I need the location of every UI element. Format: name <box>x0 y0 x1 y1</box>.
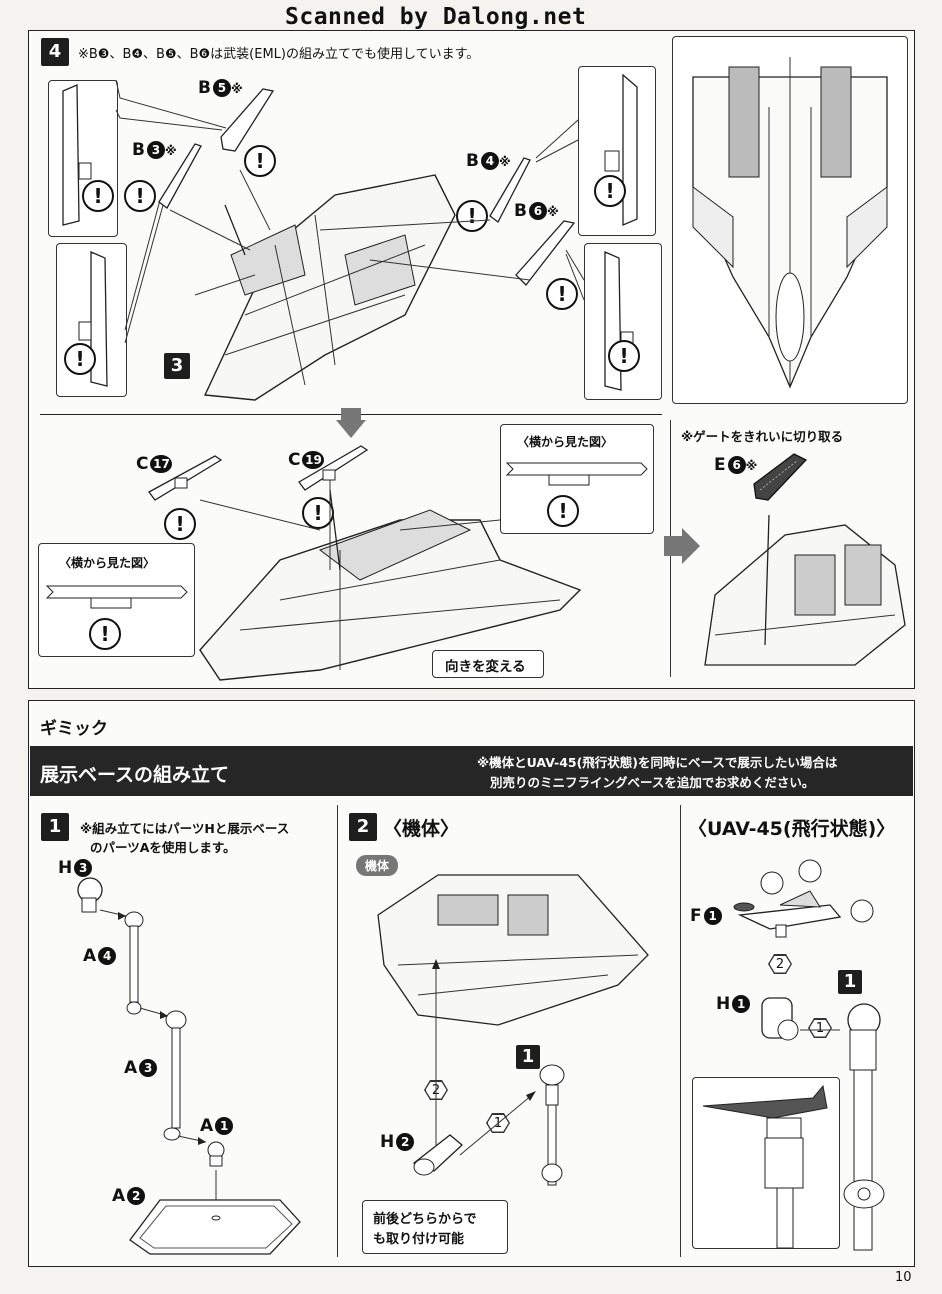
section-note-2: 別売りのミニフライングベースを追加でお求めください。 <box>490 775 815 790</box>
warning-icon: ! <box>547 495 579 527</box>
gate-note: ※ゲートをきれいに切り取る <box>681 429 844 444</box>
side-view-drawing <box>45 585 188 609</box>
warning-icon: ! <box>89 618 121 650</box>
sub1-number: 1 <box>41 813 69 841</box>
warning-icon: ! <box>64 343 96 375</box>
sub3-ref-1: 1 <box>838 970 862 994</box>
sub1-note-1: ※組み立てにはパーツHと展示ベース <box>80 821 290 836</box>
c19-part <box>298 445 369 491</box>
c17-part <box>148 455 223 501</box>
sub3-detail-box <box>692 1077 840 1249</box>
col-divider-2 <box>680 805 681 1257</box>
aircraft-lower-drawing <box>199 489 582 681</box>
aircraft-top-view <box>692 57 888 389</box>
sub2-stand-drawing <box>412 959 565 1186</box>
detail-box-b3 <box>56 243 127 397</box>
sub3-title: 〈UAV-45(飛行状態)〉 <box>688 818 896 840</box>
sub2-aircraft-drawing <box>377 874 649 1026</box>
ref-step-3: 3 <box>164 353 190 379</box>
sub1-note-2: のパーツAを使用します。 <box>90 840 236 855</box>
page-number: 10 <box>895 1270 912 1285</box>
uav-drawing <box>733 859 874 938</box>
aircraft-rear-drawing <box>704 514 906 666</box>
warning-icon: ! <box>302 497 334 529</box>
warning-icon: ! <box>608 340 640 372</box>
b6-part <box>515 220 576 286</box>
section-header-bar <box>30 746 913 796</box>
turn-label-box: 向きを変える <box>432 650 544 678</box>
sub3-seq-2: 2 <box>768 954 792 974</box>
detail-box-b5 <box>48 80 118 237</box>
warning-icon: ! <box>244 145 276 177</box>
side-view-box-1: 〈横から見た図〉 ! <box>500 424 654 534</box>
warning-icon: ! <box>124 180 156 212</box>
sub2-ref-1: 1 <box>516 1045 540 1069</box>
warning-icon: ! <box>456 200 488 232</box>
side-view-drawing <box>505 462 648 486</box>
side-view-label: 〈横から見た図〉 <box>59 556 156 570</box>
aircraft-upper-drawing <box>194 174 456 401</box>
warning-icon: ! <box>546 278 578 310</box>
col-divider-1 <box>337 805 338 1257</box>
sub3-seq-1: 1 <box>808 1018 832 1038</box>
e6-part <box>753 453 808 501</box>
b5-part-drawing <box>62 84 92 226</box>
lower-assembly-lines <box>199 480 331 570</box>
step4-note: ※B❸、B❹、B❺、B❻は武装(EML)の組み立てでも使用しています。 <box>78 47 480 62</box>
sub3-stand-drawing <box>761 997 885 1251</box>
stand-assembly-drawing <box>77 877 301 1255</box>
b4-detail-drawing <box>604 73 638 226</box>
sub2-note-2: も取り付け可能 <box>373 1232 465 1247</box>
right-callout-lines <box>535 119 585 301</box>
right-arrow-icon <box>664 528 700 564</box>
side-view-box-2: 〈横から見た図〉 ! <box>38 543 195 657</box>
sub2-note-1: 前後どちらからで <box>373 1212 477 1227</box>
warning-icon: ! <box>594 175 626 207</box>
down-arrow-icon <box>336 408 366 438</box>
sub3-detail-drawing <box>702 1084 828 1249</box>
step4-number: 4 <box>41 38 69 66</box>
warning-icon: ! <box>164 508 196 540</box>
warning-icon: ! <box>82 180 114 212</box>
watermark: Scanned by Dalong.net <box>285 4 587 30</box>
detail-box-b4 <box>578 66 656 236</box>
left-callout-lines <box>115 79 227 344</box>
b3-part <box>158 143 202 209</box>
b5-part <box>220 88 275 152</box>
section-note-1: ※機体とUAV-45(飛行状態)を同時にベースで展示したい場合は <box>477 755 838 770</box>
top-view-box <box>672 36 908 404</box>
section-title: 展示ベースの組み立て <box>40 764 230 786</box>
sub2-number: 2 <box>349 813 377 841</box>
sub2-note-box: 前後どちらからで も取り付け可能 <box>362 1200 508 1254</box>
turn-label: 向きを変える <box>445 659 526 675</box>
gimmick-title: ギミック <box>40 719 108 739</box>
side-view-label: 〈横から見た図〉 <box>517 435 614 449</box>
assembly-lines <box>169 169 531 281</box>
b4-part <box>489 157 531 223</box>
sub2-title: 〈機体〉 <box>383 818 460 840</box>
sub2-badge: 機体 <box>356 855 399 876</box>
